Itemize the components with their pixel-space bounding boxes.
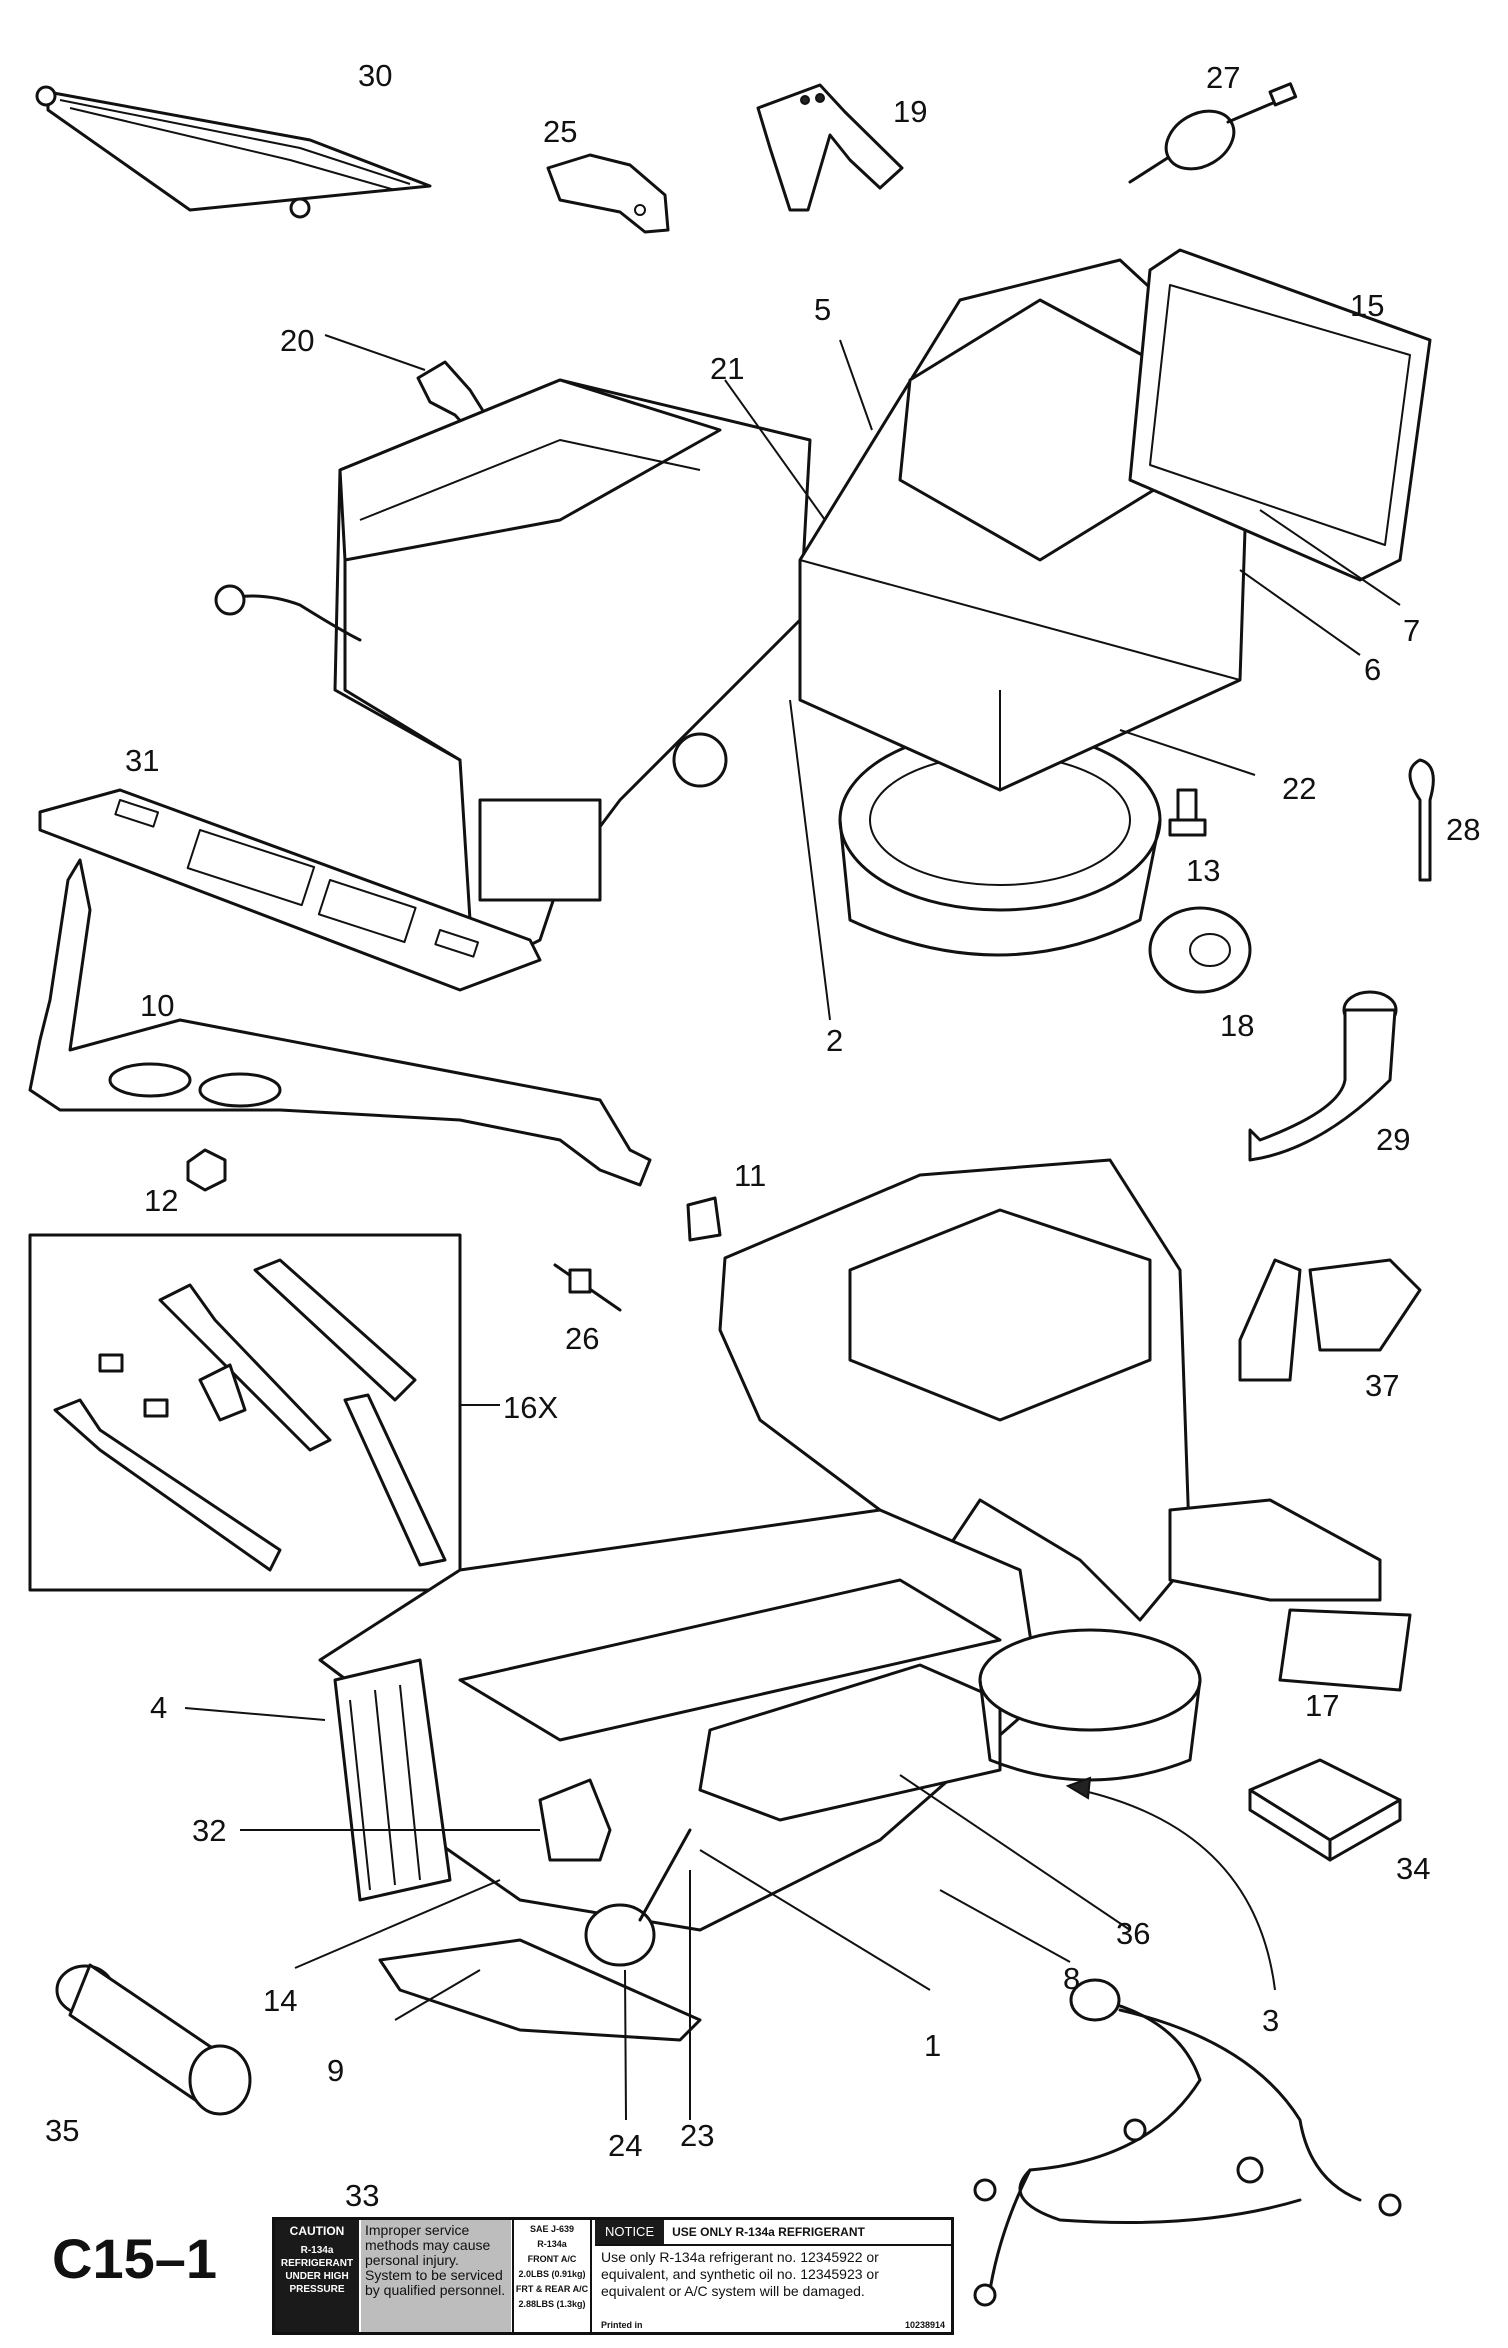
part-30-heater-core — [35, 85, 432, 219]
part-34-block — [1248, 1758, 1402, 1862]
printed-in: Printed in — [601, 2320, 643, 2330]
spec-line-1: SAE J-639 — [529, 2224, 575, 2234]
part-10-bracket — [28, 858, 652, 1187]
callout-28: 28 — [1446, 812, 1481, 847]
callout-18: 18 — [1220, 1008, 1255, 1043]
callout-21: 21 — [710, 351, 745, 386]
caution-text: Improper service methods may cause perso… — [361, 2220, 511, 2332]
callout-24: 24 — [608, 2128, 643, 2163]
callout-13: 13 — [1186, 853, 1221, 888]
part-15-filter — [1128, 248, 1432, 582]
notice-block: NOTICE USE ONLY R-134a REFRIGERANT Use o… — [595, 2220, 951, 2332]
callout-33: 33 — [345, 2178, 380, 2213]
part-3-wiring-harness — [973, 1978, 1402, 2307]
spec-line-6: 2.88LBS (1.3kg) — [518, 2299, 586, 2309]
callout-16x: 16X — [503, 1390, 559, 1425]
part-27-valve — [1128, 82, 1298, 184]
callout-30: 30 — [358, 58, 393, 93]
part-18-grommet — [1148, 906, 1252, 994]
callout-15: 15 — [1350, 288, 1385, 323]
callout-37: 37 — [1365, 1368, 1400, 1403]
callout-17: 17 — [1305, 1688, 1340, 1723]
callout-23: 23 — [680, 2118, 715, 2153]
diagram-id: C15–1 — [52, 2227, 218, 2290]
part-25-bracket — [546, 153, 670, 234]
callout-31: 31 — [125, 743, 160, 778]
callout-2: 2 — [826, 1023, 844, 1058]
lower-hvac-housing — [318, 1158, 1412, 2042]
callout-7: 7 — [1403, 613, 1421, 648]
callout-11: 11 — [734, 1158, 767, 1193]
caution-side-2: REFRIGERANT — [280, 2258, 354, 2269]
spec-line-5: FRT & REAR A/C — [515, 2284, 589, 2294]
caution-side-3: UNDER HIGH — [285, 2271, 349, 2282]
spec-line-2: R-134a — [537, 2239, 567, 2249]
callout-9: 9 — [327, 2053, 345, 2088]
callout-32: 32 — [192, 1813, 227, 1848]
caution-side-4: PRESSURE — [289, 2284, 345, 2295]
notice-header: USE ONLY R-134a REFRIGERANT — [672, 2225, 865, 2239]
label-part-number: 10238914 — [904, 2320, 945, 2330]
callout-3: 3 — [1262, 2003, 1280, 2038]
callout-35: 35 — [45, 2113, 80, 2148]
callout-19: 19 — [893, 94, 928, 129]
part-19-clip — [756, 83, 904, 212]
refrigerant-caution-label: CAUTION R-134a REFRIGERANT UNDER HIGH PR… — [272, 2217, 954, 2335]
callout-34: 34 — [1396, 1851, 1431, 1886]
callout-25: 25 — [543, 114, 578, 149]
callout-leader-lines — [184, 334, 1401, 2121]
callout-5: 5 — [814, 292, 832, 327]
part-37-switch — [1238, 1258, 1422, 1382]
part-28-clip — [1408, 758, 1435, 882]
part-31-seal-strip — [38, 788, 542, 992]
part-29-drain-hose — [1248, 990, 1398, 1162]
spec-line-3: FRONT A/C — [527, 2254, 577, 2264]
upper-hvac-housing — [214, 258, 1292, 962]
callout-36: 36 — [1116, 1916, 1151, 1951]
callout-8: 8 — [1063, 1961, 1081, 1996]
part-13-bolt — [1168, 788, 1207, 837]
callout-4: 4 — [150, 1690, 168, 1725]
caution-block: CAUTION R-134a REFRIGERANT UNDER HIGH PR… — [275, 2220, 359, 2332]
part-16x-kit-box — [28, 1233, 462, 1592]
caution-title: CAUTION — [289, 2224, 345, 2238]
part-12-nut — [186, 1148, 227, 1192]
callout-27: 27 — [1206, 60, 1241, 95]
callout-10: 10 — [140, 988, 175, 1023]
notice-title: NOTICE — [595, 2220, 665, 2244]
part-11-clip — [686, 1196, 722, 1242]
callout-14: 14 — [263, 1983, 298, 2018]
callout-26: 26 — [565, 1321, 600, 1356]
callout-22: 22 — [1282, 771, 1317, 806]
spec-line-4: 2.0LBS (0.91kg) — [518, 2269, 586, 2279]
callout-1: 1 — [924, 2028, 942, 2063]
callout-20: 20 — [280, 323, 315, 358]
part-35-pressure-switch — [55, 1963, 252, 2116]
callout-29: 29 — [1376, 1122, 1411, 1157]
part-26-stud — [553, 1263, 622, 1312]
caution-side-1: R-134a — [300, 2245, 334, 2256]
spec-block: SAE J-639 R-134a FRONT A/C 2.0LBS (0.91k… — [512, 2220, 592, 2332]
callout-6: 6 — [1364, 652, 1382, 687]
callout-12: 12 — [144, 1183, 179, 1218]
notice-text: Use only R-134a refrigerant no. 12345922… — [601, 2249, 879, 2299]
